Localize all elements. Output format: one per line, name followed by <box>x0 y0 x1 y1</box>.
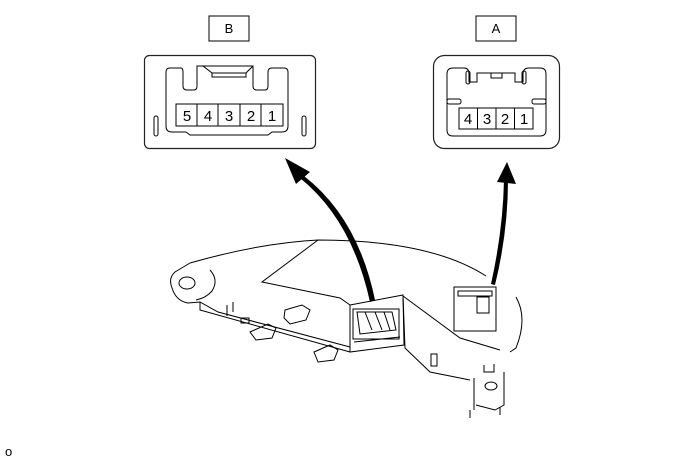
corner-mark: o <box>5 444 13 459</box>
pin-label: 1 <box>268 108 276 125</box>
connector-b-socket <box>349 294 405 353</box>
connector-b-pins: 5 4 3 2 1 <box>175 103 284 127</box>
pin-label: 4 <box>464 111 472 128</box>
svg-text:B: B <box>225 21 234 36</box>
pin-label: 2 <box>247 108 255 125</box>
arrow-to-connector-a <box>491 162 516 285</box>
connector-b-label: B <box>208 15 250 42</box>
connector-a-pins: 4 3 2 1 <box>458 107 534 130</box>
arrow-to-connector-b <box>285 158 375 302</box>
pin-label: 5 <box>183 108 191 125</box>
component-body <box>170 239 523 418</box>
pin-label: 4 <box>204 108 212 125</box>
svg-text:A: A <box>492 21 501 36</box>
connector-a-label: A <box>475 15 517 42</box>
connector-b-face: 5 4 3 2 1 <box>143 54 317 150</box>
pin-label: 1 <box>520 111 528 128</box>
pin-label: 2 <box>501 111 509 128</box>
pin-label: 3 <box>483 111 491 128</box>
connector-a-face: 4 3 2 1 <box>432 54 561 150</box>
connector-a-socket <box>453 286 497 332</box>
pin-label: 3 <box>225 108 233 125</box>
